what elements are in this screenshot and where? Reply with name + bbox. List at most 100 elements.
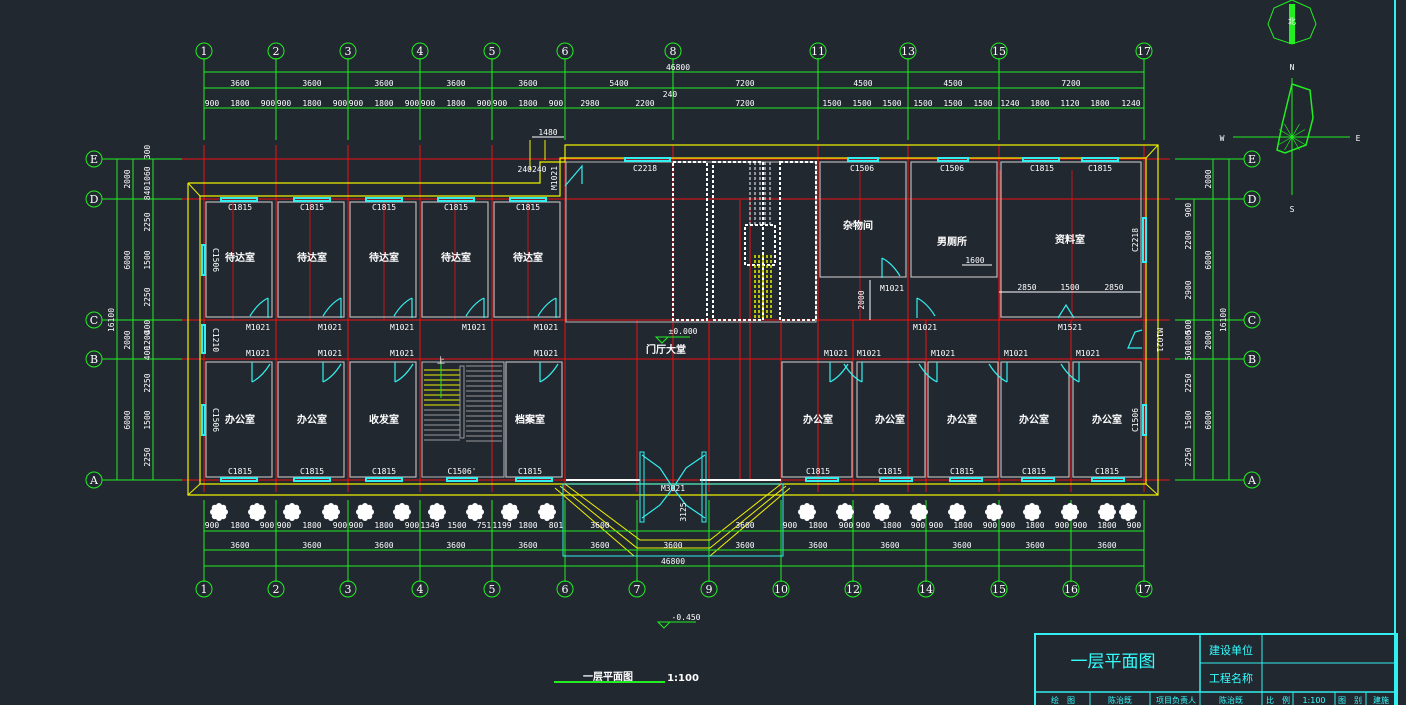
- doors: [249, 164, 1143, 523]
- room-label: 待达室: [441, 251, 471, 264]
- tree-center: [1103, 508, 1111, 516]
- tree-icon: [210, 503, 228, 521]
- window-label: C1815: [300, 203, 324, 212]
- axis-label-bottom: 5: [489, 583, 496, 596]
- tree-center: [543, 508, 551, 516]
- axis-label-top: 1: [201, 45, 208, 58]
- dim-bottom-bay: 3600: [663, 541, 682, 550]
- dim-bottom-detail: 900: [839, 521, 854, 530]
- wind-rose-ray: [1284, 123, 1293, 138]
- axis-bubble: [990, 580, 1008, 598]
- tree-icon: [1061, 503, 1079, 521]
- axis-bubble: [1243, 150, 1261, 168]
- window-label: C1815: [1095, 467, 1119, 476]
- axis-bubble: [1243, 311, 1261, 329]
- title-block-cell: 陈治既: [1108, 695, 1132, 705]
- tree-center: [506, 508, 514, 516]
- room-label-archive: 资料室: [1055, 233, 1085, 246]
- compass-w: W: [1220, 134, 1225, 143]
- axis-label-bottom: 14: [919, 583, 933, 596]
- axis-label-top: 15: [992, 45, 1006, 58]
- door-label: M1021: [534, 323, 558, 332]
- tree-center: [990, 508, 998, 516]
- axis-label-right: C: [1248, 314, 1256, 327]
- dim-left-level2: 6000: [123, 410, 132, 429]
- window-west: [201, 244, 206, 276]
- dim-top-detail: 1800: [1090, 99, 1109, 108]
- hall-label: 门厅大堂: [646, 343, 686, 356]
- axis-bubble: [195, 580, 213, 598]
- door-label: M1021: [1004, 349, 1028, 358]
- window-label: C1815: [1030, 164, 1054, 173]
- axis-bubble: [85, 150, 103, 168]
- tree-center: [1066, 508, 1074, 516]
- dim-top-bay: 4500: [943, 79, 962, 88]
- internal-dim: 1600: [965, 256, 984, 265]
- room-label: 办公室: [297, 413, 327, 426]
- tree-center: [953, 508, 961, 516]
- dim-top-bay: 5400: [609, 79, 628, 88]
- window-south: [220, 477, 258, 482]
- axis-label-right: B: [1248, 353, 1256, 366]
- dim-left-level1: 300: [143, 145, 152, 160]
- dim-left-level1: 2250: [143, 287, 152, 306]
- door-south-right: [843, 362, 863, 383]
- door-label: M1021: [880, 284, 904, 293]
- axis-bubble: [339, 42, 357, 60]
- hall-wall: [565, 161, 817, 323]
- drawing-scale: 1:100: [667, 673, 699, 684]
- dim-bottom-detail: 900: [983, 521, 998, 530]
- dim-bottom-bay: 3600: [952, 541, 971, 550]
- door-south-room: [322, 362, 342, 383]
- axis-bubble: [664, 42, 682, 60]
- axis-label-left: B: [90, 353, 98, 366]
- dim-bottom-detail: 1800: [1025, 521, 1044, 530]
- window-label: C1815: [878, 467, 902, 476]
- axis-label-top: 13: [901, 45, 915, 58]
- stair-up-mark: 上: [437, 356, 445, 365]
- dim-top-bay: 3600: [446, 79, 465, 88]
- axis-bubble: [411, 580, 429, 598]
- compass-s: S: [1290, 205, 1295, 214]
- door-south-room: [394, 362, 414, 383]
- trees: [210, 503, 1137, 521]
- door-south-right: [829, 362, 849, 383]
- axis-bubble: [1062, 580, 1080, 598]
- window-label: C1815: [950, 467, 974, 476]
- dim-left-overall: 16100: [107, 308, 116, 332]
- dim-bottom-detail: 3600: [590, 521, 609, 530]
- dim-bottom-overall: 46800: [661, 557, 685, 566]
- window-archive: [1022, 157, 1060, 162]
- axis-label-top: 6: [562, 45, 569, 58]
- window-south: [1021, 477, 1055, 482]
- axis-bubble: [700, 580, 718, 598]
- dim-right-overall: 16100: [1219, 308, 1228, 332]
- window-label: C2218: [633, 164, 657, 173]
- title-block-project-label: 工程名称: [1209, 671, 1253, 685]
- axis-bubble: [339, 580, 357, 598]
- dim-bottom-detail: 3600: [735, 521, 754, 530]
- dim-top-detail: 900: [333, 99, 348, 108]
- window-label: C1815: [1088, 164, 1112, 173]
- axis-bubble: [195, 42, 213, 60]
- axis-label-bottom: 2: [273, 583, 280, 596]
- dim-top-detail: 1800: [302, 99, 321, 108]
- door-north-room: [465, 297, 485, 318]
- stairs: 上: [424, 356, 502, 442]
- tree-center: [1028, 508, 1036, 516]
- room-label: 办公室: [1019, 413, 1049, 426]
- axis-label-bottom: 4: [417, 583, 424, 596]
- dim-bottom-detail: 801: [549, 521, 564, 530]
- entrance-ramp-line: [564, 483, 782, 541]
- axis-label-right: E: [1248, 153, 1256, 166]
- dim-right-level1: 2250: [1184, 373, 1193, 392]
- outline-corner: [187, 483, 201, 496]
- tree-icon: [985, 503, 1003, 521]
- dim-right-level2: 2000: [1204, 169, 1213, 188]
- entrance-platform: [562, 483, 784, 557]
- window-storage: [847, 157, 879, 162]
- dim-top-detail: 900: [493, 99, 508, 108]
- dim-top-detail: 1240: [1000, 99, 1019, 108]
- room-label: 待达室: [513, 251, 543, 264]
- axis-bubble: [556, 580, 574, 598]
